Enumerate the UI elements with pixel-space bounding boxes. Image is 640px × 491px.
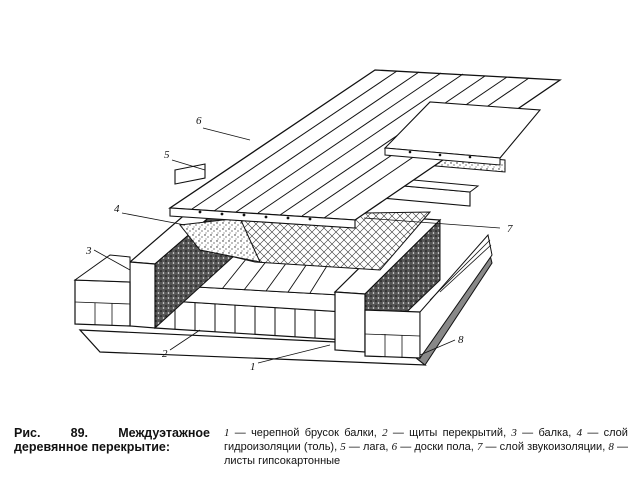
legend-text: лага (362, 441, 386, 453)
figure-caption: Рис. 89. Междуэтажное деревянное перекры… (14, 426, 628, 486)
waterproofing-layer (179, 217, 261, 263)
legend-trail: , (373, 427, 383, 439)
callout-2: 2 (162, 348, 168, 360)
legend-trail: , (385, 441, 392, 453)
legend-item: 6 — доски пола, (392, 441, 477, 453)
legend-text: черепной брусок балки (251, 427, 374, 439)
legend-separator: — (482, 441, 500, 453)
callout-1: 1 (250, 361, 256, 373)
legend-number: 1 (224, 427, 230, 439)
caption-title: Рис. 89. Междуэтажное деревянное перекры… (14, 426, 210, 454)
legend-number: 2 (382, 427, 388, 439)
legend-item: 2 — щиты перекрытий, (382, 427, 511, 439)
legend-trail: , (470, 441, 477, 453)
legend-number: 5 (340, 441, 346, 453)
legend-trail: , (602, 441, 609, 453)
legend-separator: — (397, 441, 415, 453)
legend-number: 3 (511, 427, 517, 439)
legend-item: 7 — слой звукоизоляции, (477, 441, 608, 453)
legend-text: слой гидроизоляции (толь) (224, 427, 628, 453)
callout-4: 4 (114, 203, 120, 215)
callout-3: 3 (85, 245, 92, 257)
legend-trail: , (503, 427, 512, 439)
legend-text: доски пола (414, 441, 471, 453)
legend-item: 3 — балка, (511, 427, 576, 439)
legend-separator: — (613, 441, 628, 453)
legend-separator: — (387, 427, 410, 439)
legend-separator: — (516, 427, 539, 439)
legend-text: балка (538, 427, 569, 439)
legend-separator: — (345, 441, 363, 453)
floor-construction-diagram: 6 5 4 3 7 2 1 8 (73, 69, 562, 373)
legend-text: щиты перекрытий (409, 427, 504, 439)
legend-number: 6 (391, 441, 398, 453)
legend-item: 5 — лага, (340, 441, 391, 453)
legend-separator: — (582, 427, 604, 439)
legend-text: листы гипсокартонные (224, 455, 341, 467)
legend-number: 8 (608, 441, 614, 453)
callout-7: 7 (507, 223, 513, 235)
legend-number: 7 (476, 441, 483, 453)
legend-separator: — (229, 427, 252, 439)
legend-item: 4 — слой гидроизоляции (толь), (224, 427, 628, 453)
legend-item: 1 — черепной брусок балки, (224, 427, 382, 439)
legend-text: слой звукоизоляции (499, 441, 603, 453)
callout-8: 8 (458, 334, 464, 346)
callout-6: 6 (196, 115, 202, 127)
callout-5: 5 (164, 149, 170, 161)
legend-item: 8 — листы гипсокартонные (224, 441, 628, 467)
caption-legend: 1 — черепной брусок балки, 2 — щиты пере… (224, 426, 628, 468)
legend-trail: , (334, 441, 341, 453)
leader-lines (93, 127, 501, 364)
legend-number: 4 (576, 427, 583, 439)
floor-boards (168, 69, 562, 229)
legend-trail: , (568, 427, 577, 439)
